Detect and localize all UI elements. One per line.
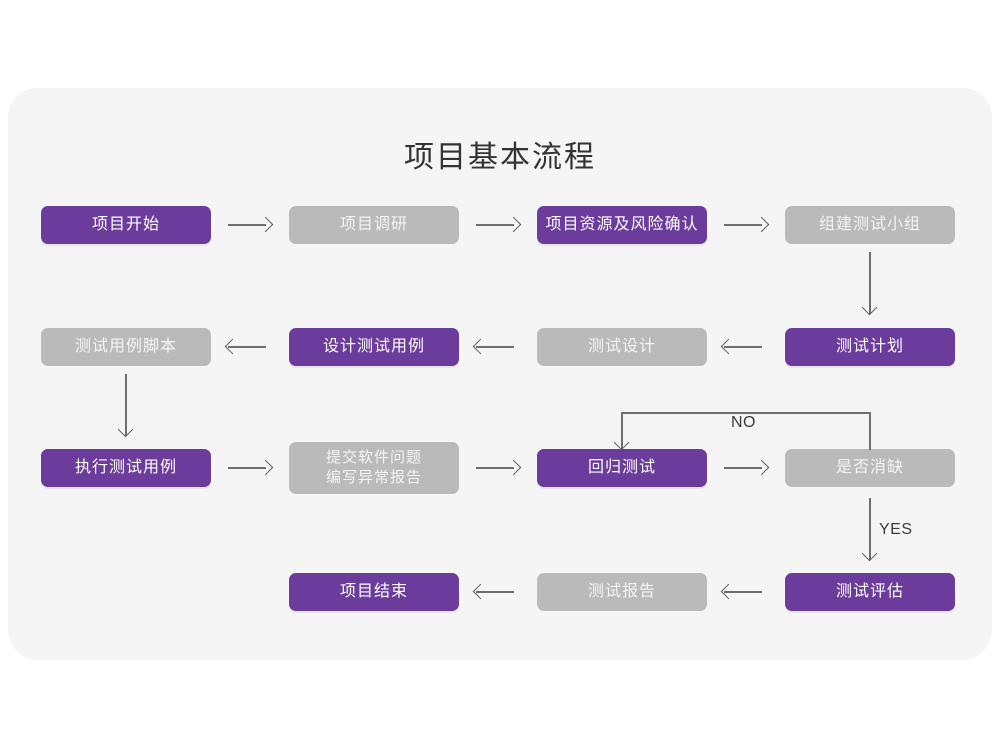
edge-line-no-right-riser [869,412,871,450]
node-submit-issue-report[interactable]: 提交软件问题 编写异常报告 [289,442,459,494]
edge-line-n5-n9 [125,374,127,436]
node-regression-test[interactable]: 回归测试 [537,449,707,487]
node-test-design[interactable]: 测试设计 [537,328,707,366]
node-build-test-team[interactable]: 组建测试小组 [785,206,955,244]
edge-line-n1-n2 [228,224,266,226]
node-test-evaluation[interactable]: 测试评估 [785,573,955,611]
edge-line-no-left-dropper [621,412,623,449]
edge-label-yes: YES [879,521,913,538]
edge-line-n10-n11 [476,467,514,469]
edge-label-no: NO [731,414,756,431]
node-project-end[interactable]: 项目结束 [289,573,459,611]
edge-line-n14-n13 [476,591,514,593]
node-project-research[interactable]: 项目调研 [289,206,459,244]
edge-line-no-top [621,412,870,414]
node-project-start[interactable]: 项目开始 [41,206,211,244]
page-title: 项目基本流程 [404,141,596,174]
edge-line-n11-n12 [724,467,762,469]
edge-line-n2-n3 [476,224,514,226]
node-test-report[interactable]: 测试报告 [537,573,707,611]
edge-line-n6-n5 [228,346,266,348]
node-test-case-script[interactable]: 测试用例脚本 [41,328,211,366]
node-test-plan[interactable]: 测试计划 [785,328,955,366]
edge-line-n9-n10 [228,467,266,469]
flowchart-panel [8,88,992,660]
edge-line-n3-n4 [724,224,762,226]
edge-line-n15-n14 [724,591,762,593]
edge-line-n4-n8 [869,252,871,314]
node-defect-resolved[interactable]: 是否消缺 [785,449,955,487]
node-design-test-case[interactable]: 设计测试用例 [289,328,459,366]
edge-line-n8-n7 [724,346,762,348]
node-execute-test-case[interactable]: 执行测试用例 [41,449,211,487]
edge-line-yes [869,498,871,560]
node-resource-risk-confirm[interactable]: 项目资源及风险确认 [537,206,707,244]
edge-line-n7-n6 [476,346,514,348]
